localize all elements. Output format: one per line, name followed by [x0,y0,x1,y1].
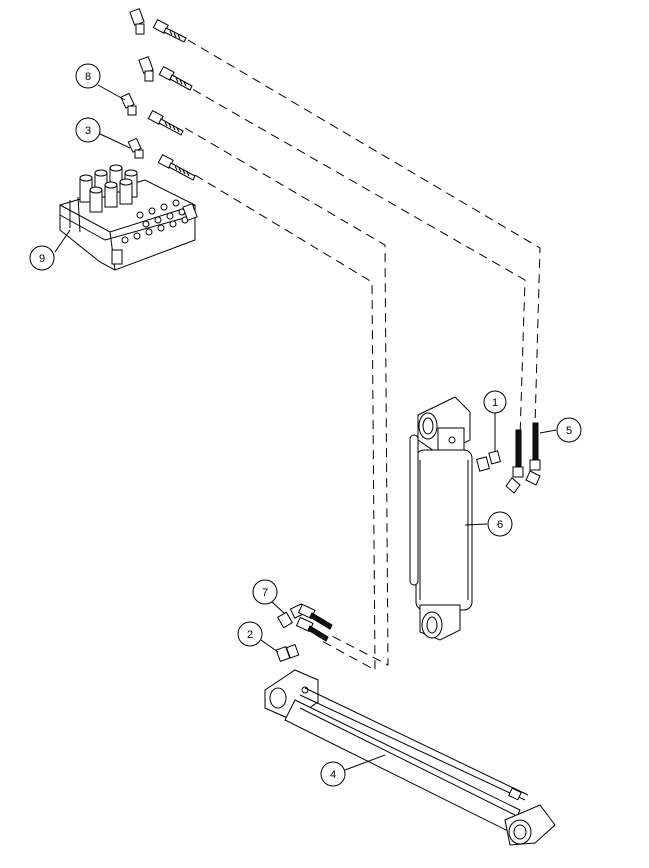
hose-route-b [179,81,526,438]
cylinder-fittings [476,422,541,494]
vertical-cylinder [409,396,473,641]
hose-assembly-5-b [525,422,541,486]
straight-fitting-1 [152,18,187,43]
elbow-fitting-top-1 [129,8,145,35]
fitting-1-a [476,450,501,472]
horizontal-cylinder [264,669,556,846]
callout-label-2: 2 [247,629,253,641]
callout-label-4: 4 [330,769,336,781]
leader-2 [260,639,279,653]
callout-balloon-4: 4 [320,761,346,787]
callout-balloon-8: 8 [75,63,101,89]
callout-label-6: 6 [497,519,503,531]
callout-balloon-7: 7 [252,579,278,605]
elbow-fitting-8 [120,92,137,116]
callout-label-3: 3 [85,125,91,137]
callout-balloon-9: 9 [29,245,55,271]
hose-assembly-5-a [505,429,524,494]
valve-ports [121,199,189,244]
straight-fitting-4 [157,153,196,181]
leader-3 [97,132,131,149]
hose-end-7-a [297,603,333,630]
callout-balloon-2: 2 [237,621,263,647]
top-fittings [120,8,196,181]
elbow-fitting-3 [127,137,144,159]
callout-balloon-6: 6 [487,511,513,537]
valve-solenoids [79,164,138,213]
lower-fittings [275,603,333,662]
hose-route-c [184,127,389,666]
straight-fitting-2 [158,65,193,91]
callout-balloon-1: 1 [483,390,507,414]
leader-lines [54,84,557,771]
valve-block [59,164,198,271]
callout-balloon-3: 3 [75,117,101,143]
leader-9 [54,229,71,253]
hose-routes [179,39,541,671]
elbow-fitting-top-2 [138,56,154,82]
callout-label-7: 7 [262,587,268,599]
leader-5 [539,429,557,434]
callout-balloon-5: 5 [556,417,582,443]
callout-label-1: 1 [492,397,498,409]
leader-6 [464,523,488,526]
fitting-2 [275,643,300,662]
straight-fitting-3 [147,109,184,136]
callout-label-5: 5 [566,425,572,437]
hose-end-7-b [295,616,329,642]
callout-label-9: 9 [39,253,45,265]
leader-4 [344,754,386,771]
leader-7 [271,601,286,615]
hose-route-a [187,39,541,426]
hose-route-d [194,174,376,671]
leader-8 [97,84,126,101]
callout-label-8: 8 [85,71,91,83]
